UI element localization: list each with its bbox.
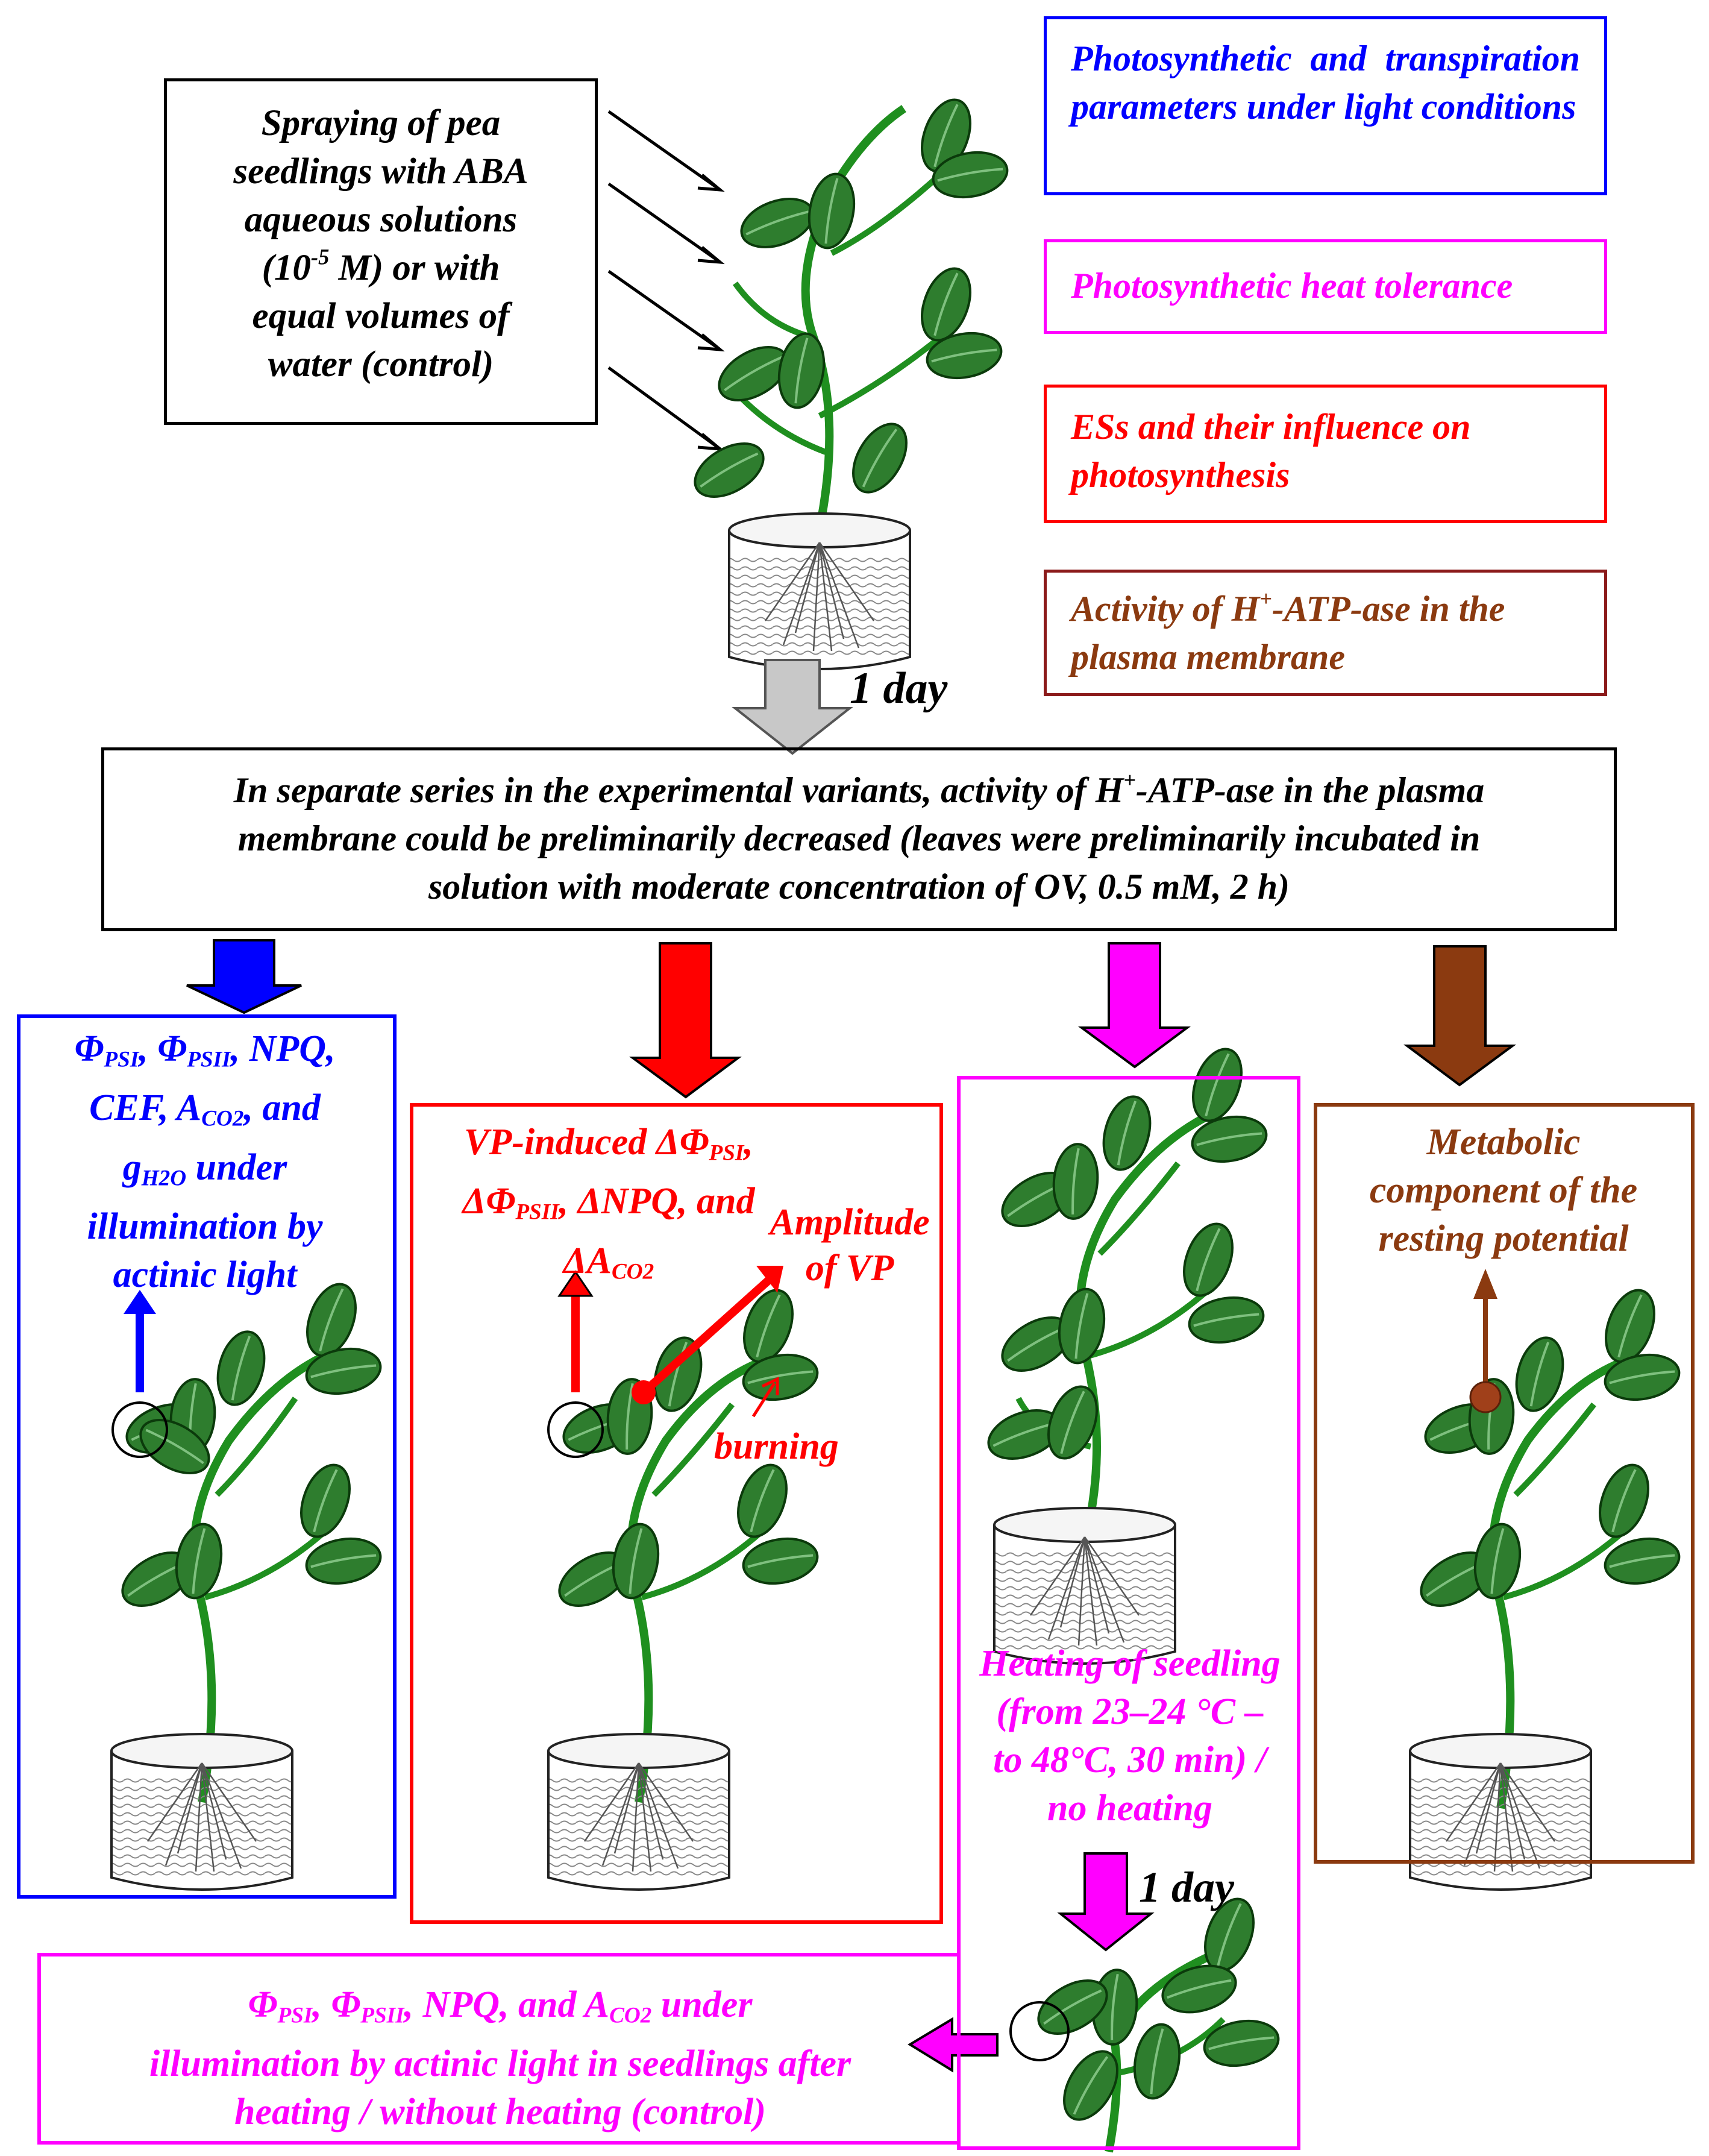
heating-text: Heating of seedling (from 23–24 °C – to … [979, 1643, 1281, 1829]
main-condition-box: In separate series in the experimental v… [101, 747, 1617, 931]
red-down-arrow [629, 942, 742, 1099]
blue-panel [17, 1014, 397, 1899]
burning-label: burning [714, 1426, 839, 1467]
blue-panel-text: ΦPSI, ΦPSII, NPQ, CEF, ACO2, and gH2O un… [74, 1028, 336, 1295]
gray-down-arrow [732, 659, 853, 755]
legend-photosynthesis-transpiration: Photosynthetic and transpiration paramet… [1044, 16, 1607, 195]
brown-panel-seedling-icon [1409, 1269, 1684, 1891]
top-seedling-icon [685, 92, 1012, 670]
selected-leaf-marker [111, 1401, 168, 1458]
spray-line-3: aqueous solutions [244, 200, 518, 240]
red-panel-seedling-icon [547, 1266, 823, 1891]
heated-seedling-icon [1009, 1891, 1284, 2153]
step-label-2-day: 1 day [1139, 1863, 1234, 1911]
legend-h-atpase: Activity of H+-ATP-ase in the plasma mem… [1044, 570, 1607, 696]
blue-down-arrow [186, 939, 302, 1014]
bottom-result-box: ΦPSI, ΦPSII, NPQ, and ACO2 under illumin… [37, 1953, 959, 2145]
spray-line-1: Spraying of pea [261, 103, 501, 143]
spray-arrows [607, 110, 725, 451]
magenta-panel [957, 1076, 1300, 2150]
legend-heat-tolerance: Photosynthetic heat tolerance [1044, 239, 1607, 334]
selected-leaf-marker [547, 1401, 604, 1458]
magenta-down-arrow [1077, 942, 1191, 1069]
legend-electrical-signals: ESs and their influence on photosynthesi… [1044, 385, 1607, 523]
magenta-small-down-arrow [1057, 1852, 1155, 1952]
amplitude-label: Amplitude of VP [770, 1202, 930, 1289]
main-line-1: In separate series in the experimental v… [233, 767, 1485, 810]
spray-line-4: (10-5 M) or with [262, 244, 500, 288]
brown-down-arrow [1403, 945, 1517, 1087]
step-label-1-day: 1 day [850, 664, 948, 713]
spray-line-5: equal volumes of [252, 296, 510, 336]
main-line-3: solution with moderate concentration of … [428, 867, 1290, 907]
blue-panel-seedling-icon [110, 1276, 386, 1891]
magenta-panel-seedling-icon [980, 1041, 1272, 1665]
magenta-left-arrow [908, 2017, 999, 2073]
spray-line-6: water (control) [268, 344, 494, 385]
spray-line-2: seedlings with ABA [233, 151, 528, 192]
main-line-2: membrane could be preliminarily decrease… [237, 819, 1481, 858]
spray-box: Spraying of pea seedlings with ABA aqueo… [164, 78, 598, 425]
red-panel [410, 1103, 943, 1924]
brown-panel [1314, 1103, 1695, 1864]
red-panel-text: VP-induced ΔΦPSI, ΔΦPSII, ΔNPQ, and ΔACO… [462, 1122, 755, 1284]
selected-leaf-marker [1009, 2001, 1070, 2061]
resting-potential-text: Metabolic component of the resting poten… [1369, 1122, 1638, 1259]
